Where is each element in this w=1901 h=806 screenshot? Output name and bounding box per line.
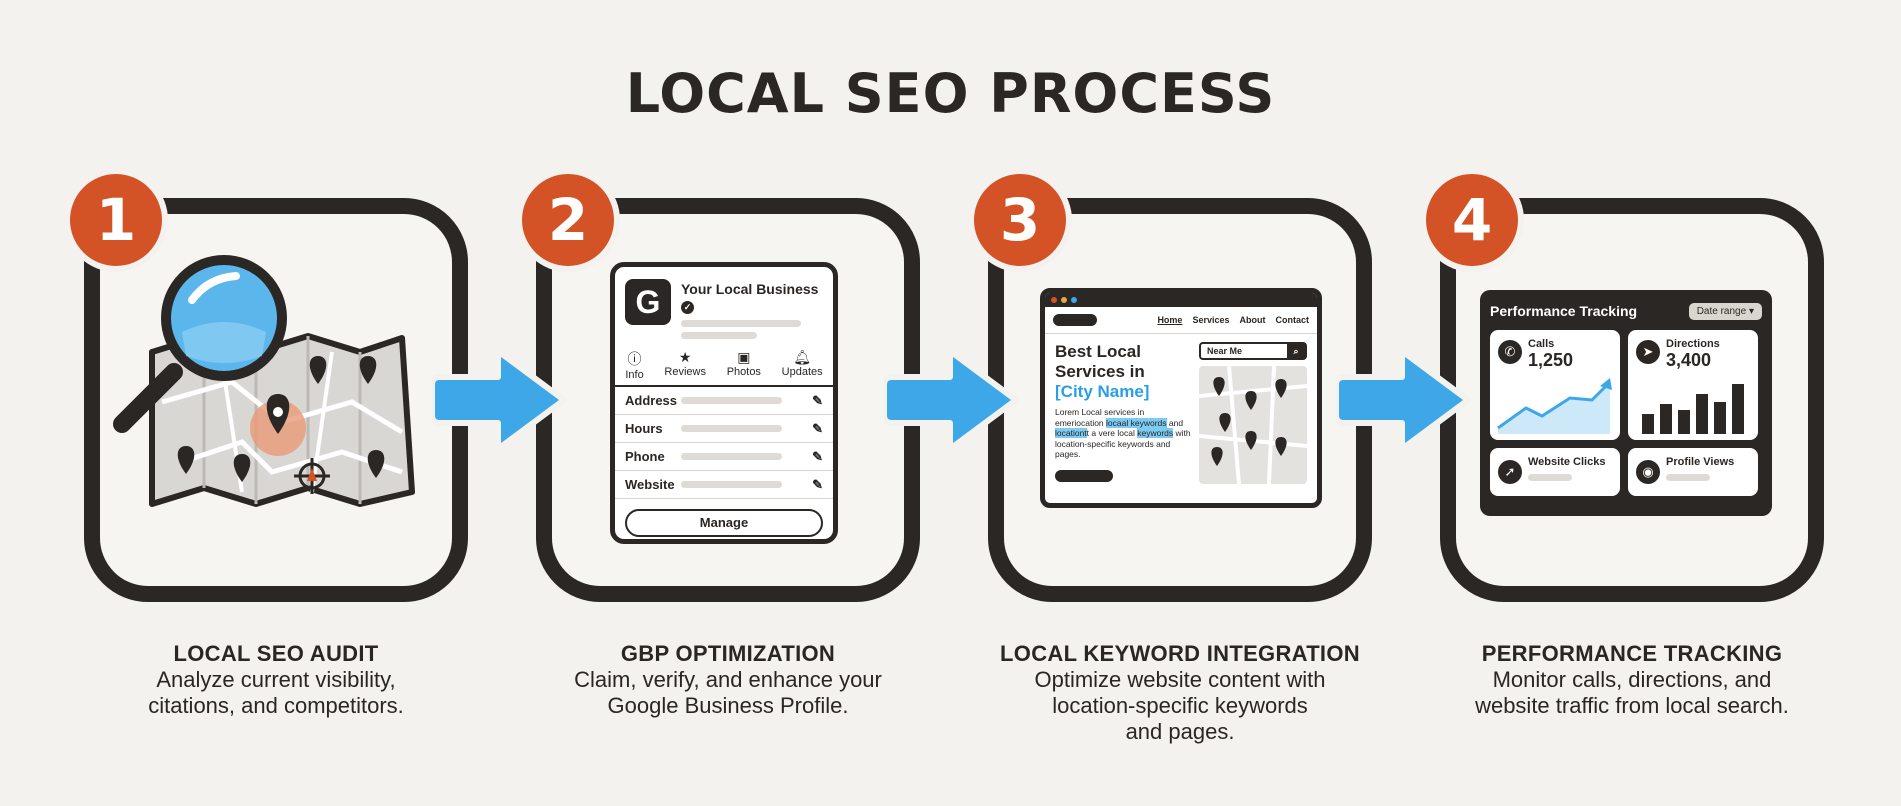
tab-photos[interactable]: ▣Photos	[726, 349, 761, 378]
site-map	[1199, 366, 1307, 484]
nav-services[interactable]: Services	[1192, 315, 1230, 325]
date-range-dropdown[interactable]: Date range ▾	[1688, 302, 1762, 320]
step-title: GBP OPTIMIZATION	[620, 641, 836, 666]
step-title: LOCAL SEO AUDIT	[173, 641, 379, 666]
arrow-right-icon	[1336, 348, 1471, 452]
map-pin-icons	[177, 356, 385, 482]
step-title: LOCAL KEYWORD INTEGRATION	[1000, 641, 1360, 666]
cursor-icon: ➚	[1498, 460, 1522, 484]
directions-tile: ➤ Directions 3,400	[1628, 330, 1758, 440]
info-icon: ⓘ	[627, 351, 642, 367]
edit-pencil-icon[interactable]: ✎	[812, 420, 823, 436]
performance-dashboard: Performance Tracking Date range ▾ ✆ Call…	[1480, 290, 1772, 516]
site-nav: Home Services About Contact	[1045, 307, 1317, 334]
directions-bar-chart	[1642, 384, 1744, 434]
tab-reviews[interactable]: ★Reviews	[664, 349, 706, 378]
step-3-caption: LOCAL KEYWORD INTEGRATION Optimize websi…	[970, 641, 1390, 745]
edit-pencil-icon[interactable]: ✎	[812, 476, 823, 492]
edit-pencil-icon[interactable]: ✎	[812, 392, 823, 408]
directions-icon: ➤	[1636, 340, 1660, 364]
step-title: PERFORMANCE TRACKING	[1481, 641, 1783, 666]
bell-icon: 🔔︎	[793, 349, 812, 365]
site-body-text: Lorem Local services in emeriocation loc…	[1055, 407, 1191, 459]
page-title: LOCAL SEO PROCESS	[625, 62, 1276, 125]
audit-illustration	[113, 255, 415, 507]
manage-button[interactable]: Manage	[625, 509, 823, 537]
map-pin-icons	[1211, 377, 1287, 466]
step-1-caption: LOCAL SEO AUDIT Analyze current visibili…	[66, 641, 486, 719]
edit-pencil-icon[interactable]: ✎	[812, 448, 823, 464]
field-row-website: Website✎	[615, 471, 833, 499]
nav-contact[interactable]: Contact	[1275, 315, 1310, 325]
step-3-card: Home Services About Contact Best Local S…	[968, 168, 1372, 602]
field-row-phone: Phone✎	[615, 443, 833, 471]
chevron-down-icon: ▾	[1748, 305, 1754, 317]
near-me-search[interactable]: Near Me⌕	[1199, 342, 1307, 360]
nav-about[interactable]: About	[1239, 315, 1266, 325]
site-cta-button[interactable]	[1055, 469, 1113, 482]
arrow-right-icon	[884, 348, 1019, 452]
google-logo-icon: G	[625, 279, 671, 325]
step-number-badge: 2	[516, 168, 620, 272]
step-description: Claim, verify, and enhance your Google B…	[574, 667, 882, 718]
verified-icon: ✓	[681, 301, 694, 314]
website-clicks-tile: ➚ Website Clicks	[1490, 448, 1620, 496]
step-4-card: Performance Tracking Date range ▾ ✆ Call…	[1420, 168, 1824, 602]
eye-icon: ◉	[1636, 460, 1660, 484]
field-row-hours: Hours✎	[615, 415, 833, 443]
profile-views-tile: ◉ Profile Views	[1628, 448, 1758, 496]
step-2-caption: GBP OPTIMIZATION Claim, verify, and enha…	[518, 641, 938, 719]
tab-updates[interactable]: 🔔︎Updates	[781, 349, 823, 378]
browser-titlebar	[1045, 293, 1317, 307]
step-4-caption: PERFORMANCE TRACKING Monitor calls, dire…	[1422, 641, 1842, 719]
calls-tile: ✆ Calls 1,250	[1490, 330, 1620, 440]
search-icon[interactable]: ⌕	[1287, 344, 1305, 358]
website-mockup: Home Services About Contact Best Local S…	[1040, 288, 1322, 508]
business-name: Your Local Business	[681, 281, 819, 297]
arrow-right-icon	[432, 348, 567, 452]
dashboard-title: Performance Tracking	[1490, 303, 1638, 319]
star-icon: ★	[678, 349, 692, 365]
site-logo	[1053, 314, 1097, 326]
step-number-badge: 4	[1420, 168, 1524, 272]
step-description: Monitor calls, directions, and website t…	[1475, 667, 1789, 718]
field-row-address: Address✎	[615, 387, 833, 415]
target-icon	[294, 458, 330, 494]
magnifier-icon	[113, 255, 287, 433]
step-1-card: 1	[64, 168, 468, 602]
step-description: Optimize website content with location-s…	[1034, 667, 1326, 744]
step-description: Analyze current visibility, citations, a…	[148, 667, 404, 718]
site-headline: Best Local Services in [City Name]	[1055, 342, 1150, 401]
step-number-badge: 3	[968, 168, 1072, 272]
nav-home[interactable]: Home	[1157, 315, 1183, 325]
step-number-badge: 1	[64, 168, 168, 272]
calls-trend-chart	[1497, 378, 1612, 434]
photo-icon: ▣	[737, 349, 751, 365]
phone-icon: ✆	[1498, 340, 1522, 364]
